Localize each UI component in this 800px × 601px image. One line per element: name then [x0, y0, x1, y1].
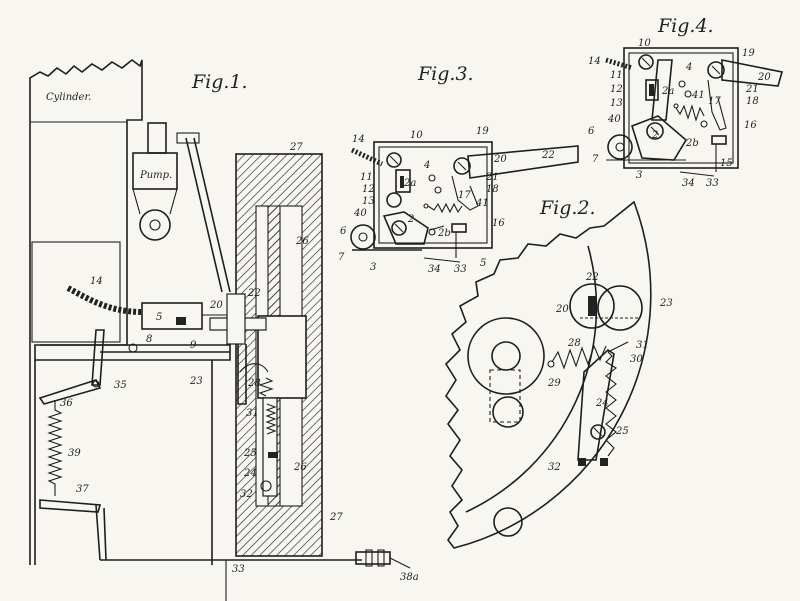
fig3-label: 16 [492, 218, 505, 229]
cable [66, 285, 143, 315]
fig3-label: 41 [475, 198, 489, 209]
fig2-drawing: Fig.2. [444, 197, 652, 549]
fig4-label: 2 [651, 130, 658, 141]
cylinder-label: Cylinder. [46, 92, 91, 103]
fig4-label: 10 [638, 38, 651, 49]
fig4-label: 33 [706, 178, 719, 189]
fig3-drawing: Fig.3. [350, 63, 579, 263]
cylinder-block [29, 58, 143, 565]
fig4-label: 34 [682, 178, 695, 189]
fig3-label: 12 [362, 184, 375, 195]
fig1-label: 26 [293, 462, 307, 473]
fig3-label: 33 [454, 264, 467, 275]
fig4-label: 2b [685, 138, 699, 149]
fig4-label: 12 [610, 84, 623, 95]
fig2-labels: 22 20 23 28 31 30 29 24 25 32 [547, 272, 673, 473]
fig4-label: 21 [745, 84, 759, 95]
fig1-label: 38a [400, 572, 419, 583]
fig3-label: 20 [493, 154, 507, 165]
fig1-label: 9 [190, 340, 197, 351]
fig4-label: 11 [610, 70, 623, 81]
fig3-label: 10 [410, 130, 423, 141]
flywheel-sector [444, 200, 652, 549]
fig3-labels: 14 10 19 22 4 20 11 12 21 18 2a 13 17 40… [338, 126, 555, 275]
fig3-label: 7 [338, 252, 345, 263]
fig1-label: 28 [247, 378, 261, 389]
fig3-label: 6 [340, 226, 347, 237]
fig1-label: 32 [240, 489, 253, 500]
fig3-label: 2 [407, 214, 414, 225]
fig3-title: Fig.3. [417, 63, 474, 85]
fig4-label: 15 [720, 158, 733, 169]
fig3-label: 3 [370, 262, 376, 273]
fig4-title: Fig.4. [657, 15, 714, 37]
fig1-label: 25 [243, 448, 257, 459]
fig3-label: 2b [437, 228, 451, 239]
fig2-label: 25 [615, 426, 629, 437]
fig4-label: 13 [610, 98, 623, 109]
fig2-label: 30 [630, 354, 643, 365]
fig4-label: 6 [588, 126, 595, 137]
fig3-label: 19 [476, 126, 489, 137]
fig1-label: 20 [209, 300, 223, 311]
fig2-label: 24 [595, 398, 609, 409]
fig3-label: 40 [353, 208, 367, 219]
fig2-label: 31 [636, 340, 649, 351]
fig3-label: 2a [403, 178, 416, 189]
fig2-label: 28 [567, 338, 581, 349]
pump-label: Pump. [139, 170, 172, 181]
fig4-label: 41 [691, 90, 705, 101]
fig1-label: 26 [295, 236, 309, 247]
fig4-drawing: Fig.4. [605, 15, 784, 177]
fig3-label: 4 [423, 160, 430, 171]
fig4-label: 14 [588, 56, 601, 67]
fig1-label: 8 [146, 334, 152, 345]
fig4-label: 3 [636, 170, 642, 181]
fig1-labels: 27 26 14 20 22 5 8 9 35 23 28 31 36 39 2… [60, 142, 419, 583]
fig1-label: 5 [156, 312, 162, 323]
fig2-label: 23 [659, 298, 673, 309]
fig2-label: 20 [555, 304, 569, 315]
fig4-label: 40 [607, 114, 621, 125]
fig3-label: 14 [352, 134, 365, 145]
fig1-drawing: Fig.1. Cylinder. Pump. [29, 58, 411, 601]
fig1-label: 27 [289, 142, 303, 153]
fig4-label: 7 [592, 154, 599, 165]
fig1-label: 14 [90, 276, 103, 287]
fig1-label: 24 [243, 468, 257, 479]
fig4-label: 17 [708, 96, 721, 107]
fig4-labels: 10 14 4 19 20 11 12 2a 21 18 13 41 17 40… [588, 38, 771, 189]
fig3-label: 22 [541, 150, 555, 161]
fig1-label: 22 [247, 288, 261, 299]
fig3-label: 17 [458, 190, 471, 201]
fig1-label: 39 [68, 448, 81, 459]
fig3-label: 34 [428, 264, 441, 275]
fig1-label: 37 [76, 484, 89, 495]
fig4-label: 18 [746, 96, 759, 107]
fig4-label: 4 [685, 62, 692, 73]
fig4-label: 19 [742, 48, 755, 59]
fig1-label: 35 [114, 380, 127, 391]
pump: Pump. [132, 122, 200, 241]
fig4-label: 16 [744, 120, 757, 131]
fig2-label: 32 [548, 462, 561, 473]
fig3-label: 11 [360, 172, 373, 183]
fig4-label: 2a [661, 86, 674, 97]
fig3-label: 5 [480, 258, 486, 269]
fig2-title: Fig.2. [539, 197, 596, 219]
fig1-label: 33 [232, 564, 245, 575]
fig1-label: 31 [246, 408, 259, 419]
fig4-label: 20 [757, 72, 771, 83]
fig1-label: 23 [189, 376, 203, 387]
fig2-label: 22 [585, 272, 599, 283]
fig3-label: 18 [486, 184, 499, 195]
fig1-title: Fig.1. [191, 71, 248, 93]
fig3-label: 21 [485, 172, 499, 183]
fig1-label: 27 [329, 512, 343, 523]
fig1-label: 36 [60, 398, 73, 409]
fig2-label: 29 [547, 378, 561, 389]
fig3-label: 13 [362, 196, 375, 207]
